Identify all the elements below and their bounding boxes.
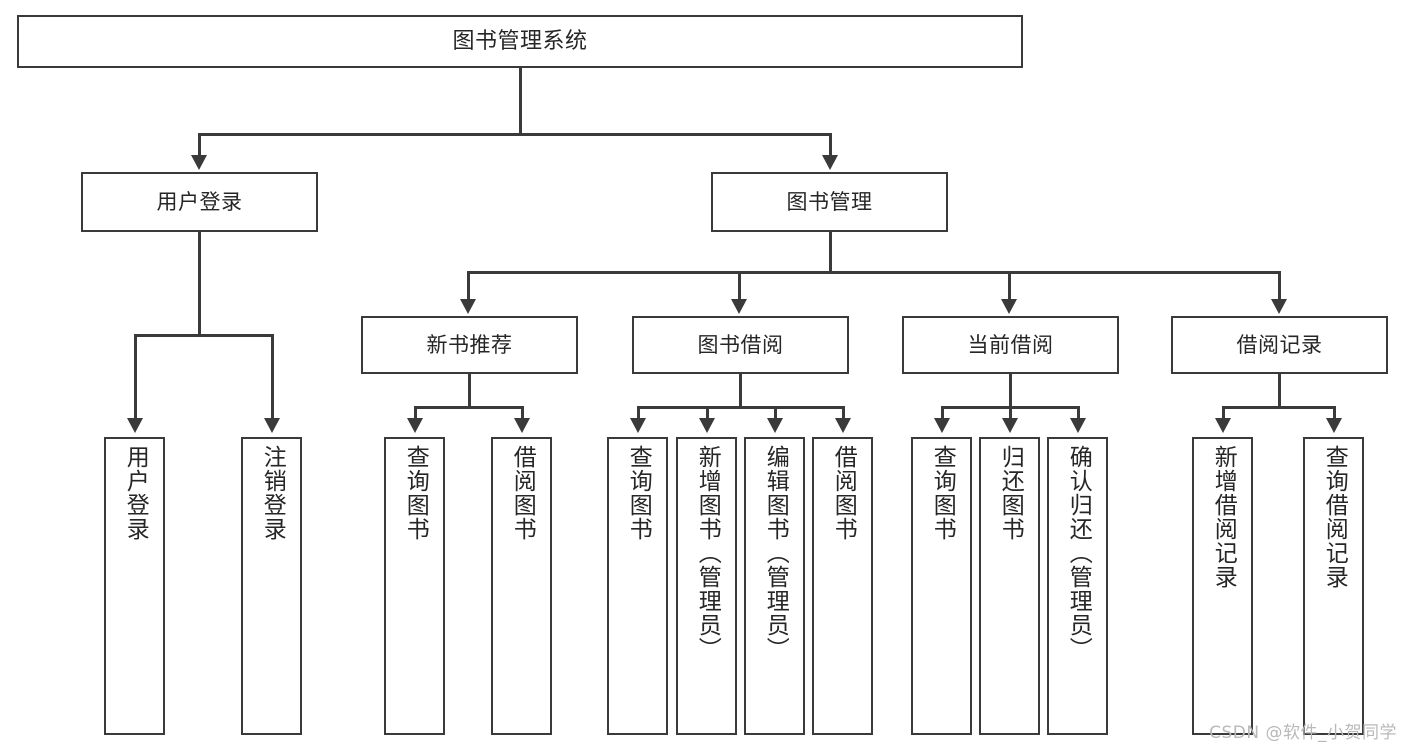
node-leaf-user-login[interactable]: 用户登录 <box>104 437 165 735</box>
node-user-login-label: 用户登录 <box>156 189 243 214</box>
node-root-label: 图书管理系统 <box>452 28 588 54</box>
arrowhead-leaf-add-record <box>1215 418 1231 433</box>
connector-bm-to-book-borrow <box>738 271 741 300</box>
node-leaf-borrow-book-2[interactable]: 借阅图书 <box>812 437 873 735</box>
node-leaf-edit-book-label: 编辑图书（管理员） <box>762 445 789 661</box>
node-leaf-add-book[interactable]: 新增图书（管理员） <box>676 437 737 735</box>
connector-cb-branch-3 <box>1077 406 1080 419</box>
arrowhead-leaf-borrow-book-2 <box>835 418 851 433</box>
connector-book-borrow-stem <box>739 374 742 408</box>
node-leaf-logout-login-label: 注销登录 <box>259 445 286 541</box>
connector-user-login-branch-1 <box>134 334 137 419</box>
node-leaf-confirm-return[interactable]: 确认归还（管理员） <box>1047 437 1108 735</box>
node-current-borrow-label: 当前借阅 <box>967 332 1054 357</box>
connector-user-login-branch-2 <box>271 334 274 419</box>
node-leaf-borrow-book-1-label: 借阅图书 <box>509 445 536 541</box>
arrowhead-leaf-query-book-3 <box>934 418 950 433</box>
node-leaf-confirm-return-label: 确认归还（管理员） <box>1065 445 1092 661</box>
connector-current-borrow-stem <box>1009 374 1012 408</box>
arrowhead-leaf-query-book-1 <box>407 418 423 433</box>
connector-root-stem <box>519 68 522 135</box>
arrowhead-leaf-user-login <box>127 418 143 433</box>
node-book-borrow[interactable]: 图书借阅 <box>632 316 849 374</box>
arrowhead-leaf-logout-login <box>264 418 280 433</box>
node-new-book-recommend[interactable]: 新书推荐 <box>361 316 578 374</box>
node-root-system[interactable]: 图书管理系统 <box>17 15 1023 68</box>
node-leaf-return-book[interactable]: 归还图书 <box>979 437 1040 735</box>
connector-user-login-stem <box>198 232 201 336</box>
node-leaf-add-record-label: 新增借阅记录 <box>1210 445 1237 589</box>
arrowhead-leaf-confirm-return <box>1070 418 1086 433</box>
connector-br-branch-2 <box>1333 406 1336 419</box>
node-leaf-borrow-book-2-label: 借阅图书 <box>830 445 857 541</box>
connector-bb-branch-3 <box>774 406 777 419</box>
node-leaf-query-book-2[interactable]: 查询图书 <box>607 437 668 735</box>
arrowhead-leaf-add-book <box>699 418 715 433</box>
connector-root-to-user-login <box>198 133 201 156</box>
arrowhead-user-login <box>191 155 207 170</box>
connector-bm-to-current-borrow <box>1008 271 1011 300</box>
node-leaf-query-record-label: 查询借阅记录 <box>1321 445 1348 589</box>
connector-bm-to-new-book-recommend <box>467 271 470 300</box>
arrowhead-current-borrow <box>1001 299 1017 314</box>
node-borrow-record[interactable]: 借阅记录 <box>1171 316 1388 374</box>
connector-borrow-record-stem <box>1278 374 1281 408</box>
connector-cb-branch-1 <box>941 406 944 419</box>
connector-book-management-stem <box>829 232 832 273</box>
arrowhead-leaf-query-book-2 <box>630 418 646 433</box>
node-book-management-label: 图书管理 <box>786 189 873 214</box>
node-leaf-query-book-3-label: 查询图书 <box>929 445 956 541</box>
connector-root-bus <box>198 133 831 136</box>
connector-bm-to-borrow-record <box>1278 271 1281 300</box>
arrowhead-leaf-edit-book <box>767 418 783 433</box>
node-leaf-query-book-1[interactable]: 查询图书 <box>384 437 445 735</box>
connector-cb-branch-2 <box>1009 406 1012 419</box>
connector-new-book-recommend-stem <box>468 374 471 408</box>
node-leaf-add-record[interactable]: 新增借阅记录 <box>1192 437 1253 735</box>
node-user-login[interactable]: 用户登录 <box>81 172 318 232</box>
connector-br-branch-1 <box>1222 406 1225 419</box>
connector-bb-branch-4 <box>842 406 845 419</box>
connector-book-management-bus <box>467 271 1279 274</box>
node-leaf-return-book-label: 归还图书 <box>997 445 1024 541</box>
connector-book-borrow-bus <box>637 406 844 409</box>
node-leaf-query-record[interactable]: 查询借阅记录 <box>1303 437 1364 735</box>
arrowhead-leaf-borrow-book-1 <box>514 418 530 433</box>
connector-user-login-bus <box>134 334 273 337</box>
node-leaf-add-book-label: 新增图书（管理员） <box>694 445 721 661</box>
arrowhead-book-borrow <box>731 299 747 314</box>
node-book-borrow-label: 图书借阅 <box>697 332 784 357</box>
arrowhead-leaf-query-record <box>1326 418 1342 433</box>
node-leaf-edit-book[interactable]: 编辑图书（管理员） <box>744 437 805 735</box>
connector-nbr-branch-2 <box>521 406 524 419</box>
connector-root-to-book-management <box>829 133 832 156</box>
connector-nbr-branch-1 <box>414 406 417 419</box>
node-leaf-query-book-3[interactable]: 查询图书 <box>911 437 972 735</box>
node-leaf-borrow-book-1[interactable]: 借阅图书 <box>491 437 552 735</box>
node-current-borrow[interactable]: 当前借阅 <box>902 316 1119 374</box>
node-leaf-logout-login[interactable]: 注销登录 <box>241 437 302 735</box>
arrowhead-borrow-record <box>1271 299 1287 314</box>
connector-bb-branch-2 <box>706 406 709 419</box>
node-leaf-user-login-label: 用户登录 <box>122 445 149 541</box>
arrowhead-leaf-return-book <box>1002 418 1018 433</box>
arrowhead-new-book-recommend <box>460 299 476 314</box>
node-new-book-recommend-label: 新书推荐 <box>426 332 513 357</box>
node-leaf-query-book-2-label: 查询图书 <box>625 445 652 541</box>
connector-borrow-record-bus <box>1222 406 1335 409</box>
connector-bb-branch-1 <box>637 406 640 419</box>
arrowhead-book-management <box>822 155 838 170</box>
node-book-management[interactable]: 图书管理 <box>711 172 948 232</box>
node-borrow-record-label: 借阅记录 <box>1236 332 1323 357</box>
node-leaf-query-book-1-label: 查询图书 <box>402 445 429 541</box>
connector-new-book-recommend-bus <box>414 406 523 409</box>
